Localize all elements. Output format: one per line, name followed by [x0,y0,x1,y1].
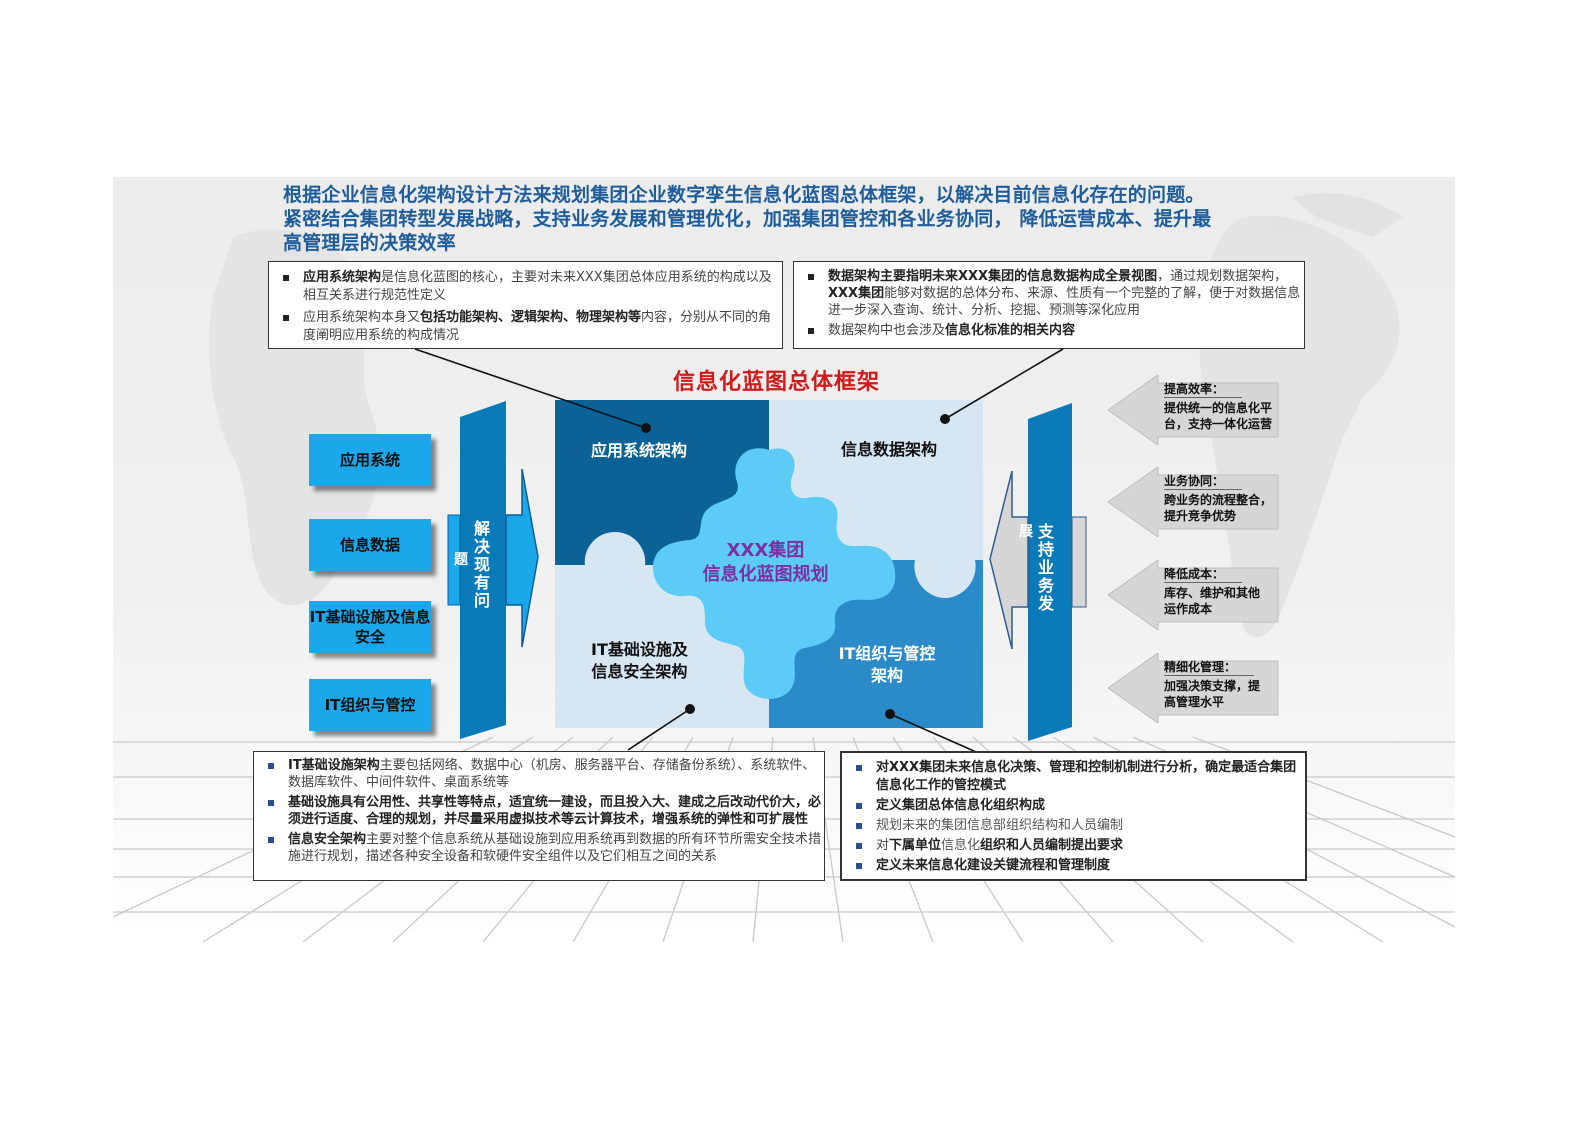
slide: 根据企业信息化架构设计方法来规划集团企业数字孪生信息化蓝图总体框架，以解决目前信… [113,177,1455,942]
left-pillar-text: 解决现有问 [473,519,490,610]
puzzle-center-label: XXX集团 信息化蓝图规划 [702,540,829,585]
note-infra-architecture: IT基础设施架构主要包括网络、数据中心（机房、服务器平台、存储备份系统）、系统软… [253,751,825,881]
category-box-it-infra: IT基础设施及信息安全 [309,601,431,653]
left-arrow-icon [1107,466,1279,538]
left-pillar-arrow [447,401,539,739]
note-item: 信息安全架构主要对整个信息系统从基础设施到应用系统再到数据的所有环节所需安全技术… [254,831,824,865]
note-item: 数据架构中也会涉及信息化标准的相关内容 [794,322,1304,339]
note-item: 定义未来信息化建设关键流程和管理制度 [842,857,1305,875]
note-app-architecture: 应用系统架构是信息化蓝图的核心，主要对未来XXX集团总体应用系统的构成以及相互关… [268,261,783,349]
note-item: 基础设施具有公用性、共享性等特点，适宜统一建设，而且投入大、建成之后改动代价大，… [254,794,824,828]
benefit-arrow-cost: 降低成本：库存、维护和其他运作成本 [1107,559,1288,631]
note-item: IT基础设施架构主要包括网络、数据中心（机房、服务器平台、存储备份系统）、系统软… [254,757,824,791]
category-box-app-system: 应用系统 [309,434,431,486]
right-pillar-arrow [989,403,1087,741]
benefit-arrow-management: 精细化管理：加强决策支撑，提高管理水平 [1107,652,1288,724]
puzzle-label-org: IT组织与管控 架构 [838,644,936,685]
puzzle-label-infra: IT基础设施及 信息安全架构 [591,640,688,681]
note-org-architecture: 对XXX集团未来信息化决策、管理和控制机制进行分析，确定最适合集团信息化工作的管… [840,751,1307,881]
puzzle-diagram [555,400,983,728]
connector-lines [414,348,1064,756]
right-pillar-text: 支持业务发 [1037,522,1054,613]
note-item: 规划未来的集团信息部组织结构和人员编制 [842,817,1305,835]
puzzle-label-app: 应用系统架构 [591,441,688,460]
note-item: 对XXX集团未来信息化决策、管理和控制机制进行分析，确定最适合集团信息化工作的管… [842,759,1305,795]
benefit-arrow-efficiency: 提高效率：提供统一的信息化平台，支持一体化运营 [1107,374,1288,446]
category-box-it-org: IT组织与管控 [309,679,431,731]
frame-title: 信息化蓝图总体框架 [673,370,881,395]
left-arrow-icon [1107,559,1279,631]
category-box-info-data: 信息数据 [309,519,431,571]
note-item: 对下属单位信息化组织和人员编制提出要求 [842,837,1305,855]
note-item: 应用系统架构是信息化蓝图的核心，主要对未来XXX集团总体应用系统的构成以及相互关… [269,269,782,305]
left-arrow-icon [1107,374,1279,446]
puzzle-label-data: 信息数据架构 [841,440,938,459]
note-item: 定义集团总体信息化组织构成 [842,797,1305,815]
benefit-arrow-collaboration: 业务协同：跨业务的流程整合，提升竞争优势 [1107,466,1288,538]
note-data-architecture: 数据架构主要指明未来XXX集团的信息数据构成全景视图，通过规划数据架构，XXX集… [793,261,1305,349]
left-arrow-icon [1107,652,1279,724]
note-item: 数据架构主要指明未来XXX集团的信息数据构成全景视图，通过规划数据架构，XXX集… [794,268,1304,319]
left-pillar-side-text: 题 [454,552,468,568]
note-item: 应用系统架构本身又包括功能架构、逻辑架构、物理架构等内容，分别从不同的角度阐明应… [269,309,782,345]
headline: 根据企业信息化架构设计方法来规划集团企业数字孪生信息化蓝图总体框架，以解决目前信… [283,184,1212,254]
right-pillar-side-text: 展 [1019,524,1033,540]
puzzle-piece-center [653,448,896,699]
